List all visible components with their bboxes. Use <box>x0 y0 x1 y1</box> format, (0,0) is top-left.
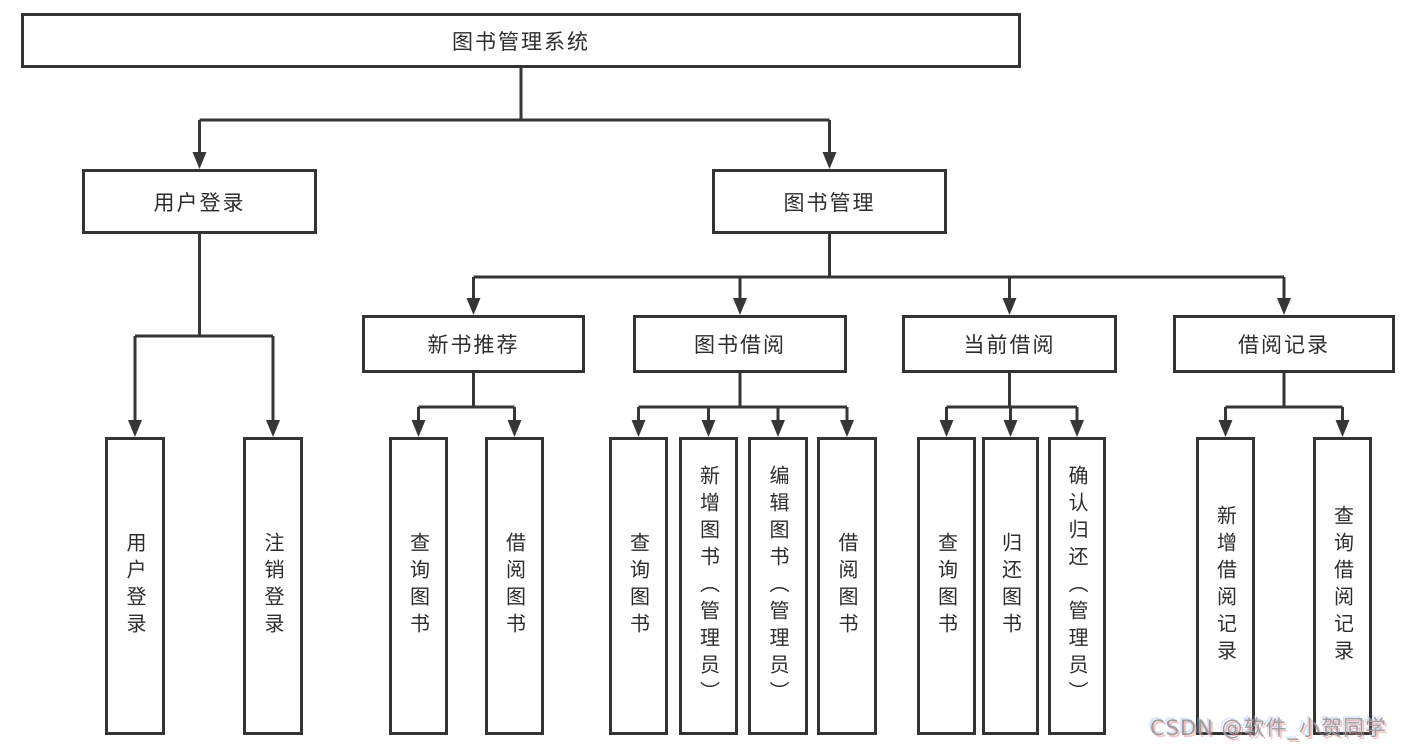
node-new-book-rec: 新书推荐 <box>362 315 585 373</box>
node-cb-return: 归还图书 <box>982 437 1039 735</box>
node-book-mgmt: 图书管理 <box>712 169 947 234</box>
connector-book-borrow-children <box>637 373 849 422</box>
arrowhead-ul-logout <box>266 420 280 437</box>
node-nb-query-label: 查询图书 <box>406 532 431 640</box>
node-br-add-label: 新增借阅记录 <box>1213 505 1238 667</box>
node-cb-return-label: 归还图书 <box>998 532 1023 640</box>
node-bb-query-label: 查询图书 <box>626 532 651 640</box>
node-current-borrow: 当前借阅 <box>902 315 1117 373</box>
arrowhead-cb-confirm <box>1070 420 1084 437</box>
connector-user-login-children <box>133 234 275 422</box>
node-ul-logout: 注销登录 <box>243 437 303 735</box>
node-new-book-rec-label: 新书推荐 <box>427 333 520 357</box>
node-bb-borrow: 借阅图书 <box>817 437 877 735</box>
node-ul-logout-label: 注销登录 <box>261 532 285 640</box>
node-bb-add-label: 新增图书（管理员） <box>696 464 721 708</box>
arrowhead-current-borrow <box>1002 298 1017 315</box>
node-book-borrow-label: 图书借阅 <box>694 333 786 357</box>
connector-book-mgmt-children <box>472 234 1286 300</box>
node-cb-confirm: 确认归还（管理员） <box>1048 437 1106 735</box>
node-bb-edit-label: 编辑图书（管理员） <box>766 464 790 708</box>
arrowhead-bb-query <box>631 420 646 437</box>
node-nb-query: 查询图书 <box>389 437 448 735</box>
arrowhead-book-borrow <box>733 298 747 315</box>
node-book-mgmt-label: 图书管理 <box>783 190 876 215</box>
arrowhead-borrow-record <box>1277 298 1291 315</box>
arrowhead-cb-query <box>939 420 954 437</box>
arrowhead-bb-add <box>701 420 716 437</box>
node-user-login: 用户登录 <box>82 169 317 234</box>
csdn-watermark: CSDN @软件_小贺同学 <box>1150 716 1388 740</box>
node-current-borrow-label: 当前借阅 <box>963 333 1056 357</box>
node-borrow-record-label: 借阅记录 <box>1238 333 1330 357</box>
arrowhead-bb-edit <box>771 420 785 437</box>
arrowhead-nb-borrow <box>507 420 522 437</box>
node-user-login-label: 用户登录 <box>153 190 246 215</box>
arrowhead-new-book-rec <box>466 298 481 315</box>
arrowhead-br-add <box>1218 420 1233 437</box>
node-cb-query: 查询图书 <box>917 437 976 735</box>
node-ul-login: 用户登录 <box>105 437 165 735</box>
node-nb-borrow: 借阅图书 <box>485 437 544 735</box>
connector-borrow-record-children <box>1224 373 1344 422</box>
node-borrow-record: 借阅记录 <box>1173 315 1395 373</box>
node-bb-query: 查询图书 <box>609 437 668 735</box>
node-br-query-label: 查询借阅记录 <box>1330 505 1355 667</box>
arrowhead-bb-borrow <box>840 420 854 437</box>
node-bb-edit: 编辑图书（管理员） <box>748 437 808 735</box>
node-cb-query-label: 查询图书 <box>934 532 959 640</box>
node-nb-borrow-label: 借阅图书 <box>502 532 527 640</box>
node-cb-confirm-label: 确认归还（管理员） <box>1065 464 1089 708</box>
arrowhead-book-mgmt <box>822 152 837 169</box>
node-br-add: 新增借阅记录 <box>1196 437 1255 735</box>
arrowhead-ul-login <box>128 420 142 437</box>
arrowhead-br-query <box>1335 420 1350 437</box>
connector-current-borrow-children <box>945 373 1079 422</box>
node-root: 图书管理系统 <box>21 13 1021 68</box>
node-book-borrow: 图书借阅 <box>633 315 847 373</box>
arrowhead-nb-query <box>411 420 426 437</box>
node-ul-login-label: 用户登录 <box>123 532 147 640</box>
node-bb-borrow-label: 借阅图书 <box>835 532 859 640</box>
connector-root-to-level2 <box>198 68 831 154</box>
connector-new-book-rec-children <box>417 373 516 422</box>
node-root-label: 图书管理系统 <box>452 29 590 54</box>
arrowhead-user-login <box>192 152 207 169</box>
node-bb-add: 新增图书（管理员） <box>679 437 738 735</box>
arrowhead-cb-return <box>1003 420 1018 437</box>
node-br-query: 查询借阅记录 <box>1313 437 1372 735</box>
